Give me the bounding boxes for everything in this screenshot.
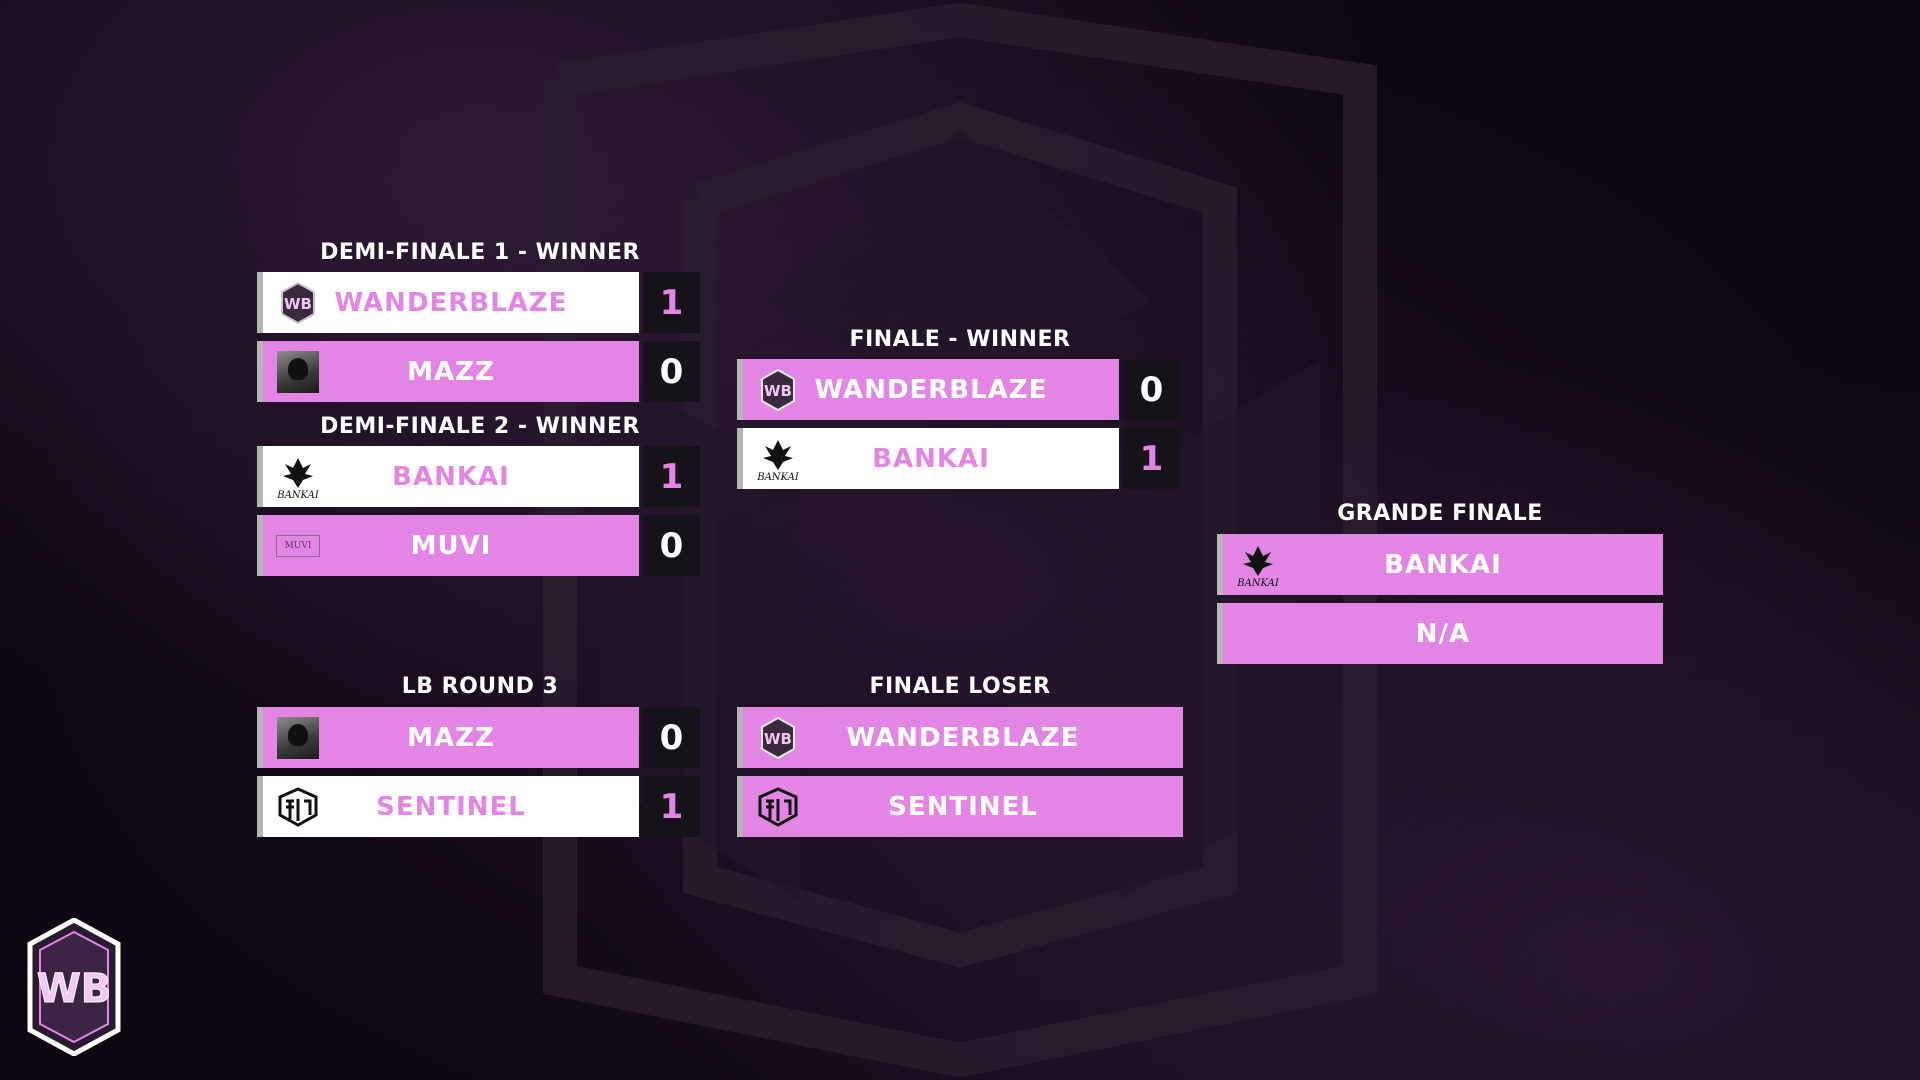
lb3-title: LB ROUND 3 [401, 674, 559, 699]
lb3-team1-score: 0 [643, 707, 700, 768]
mazz-logo-icon [275, 349, 321, 395]
demi1-team1-score: 1 [643, 272, 700, 333]
finale-loser-team1-row[interactable]: WB WANDERBLAZE [737, 707, 1183, 768]
svg-text:WB: WB [764, 382, 792, 400]
demi1-team1-name: WANDERBLAZE [334, 287, 568, 318]
grande-finale-title: GRANDE FINALE [1337, 501, 1543, 526]
wanderblaze-logo-icon: WB [275, 280, 321, 326]
demi1-team1-row[interactable]: WB WANDERBLAZE 1 [257, 272, 700, 333]
finale-winner-team2-name: BANKAI [872, 443, 990, 474]
demi1-team2-name: MAZZ [407, 356, 495, 387]
finale-winner-title: FINALE - WINNER [849, 327, 1071, 352]
finale-loser-team2[interactable]: SENTINEL [737, 776, 1183, 837]
finale-loser-team1-name: WANDERBLAZE [846, 722, 1080, 753]
grande-finale-team1[interactable]: BANKAI BANKAI [1217, 534, 1663, 595]
demi1-title: DEMI-FINALE 1 - WINNER [320, 240, 640, 265]
finale-winner-team1-name: WANDERBLAZE [814, 374, 1048, 405]
svg-text:BANKAI: BANKAI [756, 472, 800, 482]
grande-finale-team1-name: BANKAI [1384, 549, 1502, 580]
demi2-team2-row[interactable]: MUVI MUVI 0 [257, 515, 700, 576]
demi2-team1-score: 1 [643, 446, 700, 507]
bankai-logo-icon: BANKAI [275, 454, 321, 500]
demi2-team2[interactable]: MUVI MUVI [257, 515, 639, 576]
svg-text:WB: WB [764, 730, 792, 748]
svg-text:BANKAI: BANKAI [1236, 578, 1280, 588]
bankai-logo-icon: BANKAI [755, 436, 801, 482]
demi2-team2-name: MUVI [410, 530, 492, 561]
demi2-title: DEMI-FINALE 2 - WINNER [320, 414, 640, 439]
lb3-team1-row[interactable]: MAZZ 0 [257, 707, 700, 768]
lb3-team2[interactable]: SENTINEL [257, 776, 639, 837]
grande-finale-team2-row[interactable]: N/A [1217, 603, 1663, 664]
finale-winner-team1-score: 0 [1123, 359, 1180, 420]
wanderblaze-logo-icon: WB [755, 367, 801, 413]
demi1-team2-score: 0 [643, 341, 700, 402]
finale-winner-team2[interactable]: BANKAI BANKAI [737, 428, 1119, 489]
sentinel-logo-icon [275, 784, 321, 830]
lb3-team2-score: 1 [643, 776, 700, 837]
sentinel-logo-icon [755, 784, 801, 830]
demi2-team1-name: BANKAI [392, 461, 510, 492]
lb3-team1-name: MAZZ [407, 722, 495, 753]
grande-finale-team2[interactable]: N/A [1217, 603, 1663, 664]
demi2-team1[interactable]: BANKAI BANKAI [257, 446, 639, 507]
demi1-team1[interactable]: WB WANDERBLAZE [257, 272, 639, 333]
demi1-team2[interactable]: MAZZ [257, 341, 639, 402]
wanderblaze-corner-logo-icon: WB [27, 918, 121, 1056]
bankai-logo-icon: BANKAI [1235, 542, 1281, 588]
svg-text:WB: WB [37, 966, 112, 1012]
demi2-team1-row[interactable]: BANKAI BANKAI 1 [257, 446, 700, 507]
lb3-team2-name: SENTINEL [376, 791, 526, 822]
finale-winner-team2-row[interactable]: BANKAI BANKAI 1 [737, 428, 1180, 489]
grande-finale-team2-name: N/A [1415, 618, 1471, 649]
finale-winner-team1[interactable]: WB WANDERBLAZE [737, 359, 1119, 420]
lb3-team2-row[interactable]: SENTINEL 1 [257, 776, 700, 837]
svg-text:WB: WB [284, 295, 312, 313]
demi2-team2-score: 0 [643, 515, 700, 576]
finale-loser-title: FINALE LOSER [869, 674, 1051, 699]
muvi-logo-icon: MUVI [275, 523, 321, 569]
lb3-team1[interactable]: MAZZ [257, 707, 639, 768]
demi1-team2-row[interactable]: MAZZ 0 [257, 341, 700, 402]
finale-loser-team1[interactable]: WB WANDERBLAZE [737, 707, 1183, 768]
mazz-logo-icon [275, 715, 321, 761]
wanderblaze-logo-icon: WB [755, 715, 801, 761]
grande-finale-team1-row[interactable]: BANKAI BANKAI [1217, 534, 1663, 595]
finale-loser-team2-row[interactable]: SENTINEL [737, 776, 1183, 837]
finale-loser-team2-name: SENTINEL [888, 791, 1038, 822]
finale-winner-team2-score: 1 [1123, 428, 1180, 489]
finale-winner-team1-row[interactable]: WB WANDERBLAZE 0 [737, 359, 1180, 420]
svg-text:BANKAI: BANKAI [276, 490, 320, 500]
